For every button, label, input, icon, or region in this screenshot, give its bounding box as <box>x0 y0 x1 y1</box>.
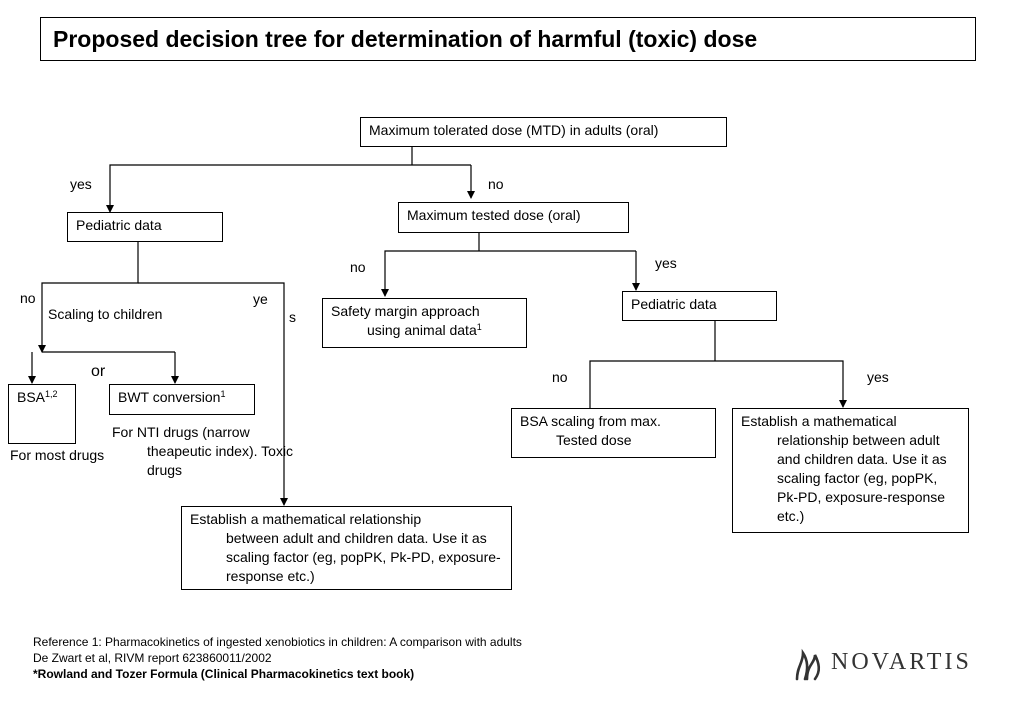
safety-margin-line2: using animal data1 <box>367 322 482 338</box>
math-right-rest: relationship between adult and children … <box>777 432 947 524</box>
no-label-pediatric-left: no <box>20 290 36 306</box>
math-right-line1: Establish a mathematical <box>741 413 897 429</box>
no-label-mtd: no <box>488 176 504 192</box>
bwt-conversion-box: BWT conversion1 <box>109 384 255 415</box>
pediatric-data-left-box: Pediatric data <box>67 212 223 242</box>
reference-3: *Rowland and Tozer Formula (Clinical Pha… <box>33 667 415 681</box>
s-label: s <box>289 309 296 325</box>
bsa-scaling-line2: Tested dose <box>556 432 632 448</box>
mtd-label: Maximum tolerated dose (MTD) in adults (… <box>369 122 659 138</box>
yes-label-pediatric-right: yes <box>655 255 677 271</box>
pediatric-data-right-label: Pediatric data <box>631 296 717 312</box>
math-bottom-line1: Establish a mathematical relationship <box>190 511 422 527</box>
bwt-conversion-label: BWT conversion1 <box>118 389 226 405</box>
reference-1: Reference 1: Pharmacokinetics of ingeste… <box>33 635 522 649</box>
page-title: Proposed decision tree for determination… <box>53 26 758 52</box>
reference-2: De Zwart et al, RIVM report 623860011/20… <box>33 651 272 665</box>
most-drugs-label: For most drugs <box>10 447 105 463</box>
title-box: Proposed decision tree for determination… <box>40 17 976 61</box>
pediatric-data-right-box: Pediatric data <box>622 291 777 321</box>
yes-label-mtd: yes <box>70 176 92 192</box>
bsa-scaling-box: BSA scaling from max. Tested dose <box>511 408 716 458</box>
no-label-bsa-scaling: no <box>552 369 568 385</box>
math-relationship-bottom-box: Establish a mathematical relationship be… <box>181 506 512 590</box>
safety-margin-box: Safety margin approach using animal data… <box>322 298 527 348</box>
bsa-label: BSA1,2 <box>17 389 58 405</box>
bsa-box: BSA1,2 <box>8 384 76 444</box>
yes-label-math-right: yes <box>867 369 889 385</box>
ye-label: ye <box>253 291 268 307</box>
math-bottom-rest: between adult and children data. Use it … <box>226 530 501 584</box>
novartis-flame-icon <box>795 648 821 681</box>
max-tested-dose-label: Maximum tested dose (oral) <box>407 207 581 223</box>
nti-drugs-label: For NTI drugs (narrow theapeutic index).… <box>112 424 294 478</box>
no-label-safety: no <box>350 259 366 275</box>
max-tested-dose-box: Maximum tested dose (oral) <box>398 202 629 233</box>
math-relationship-right-box: Establish a mathematical relationship be… <box>732 408 969 533</box>
scaling-to-children-label: Scaling to children <box>48 306 163 322</box>
novartis-wordmark: NOVARTIS <box>831 649 972 675</box>
mtd-box: Maximum tolerated dose (MTD) in adults (… <box>360 117 727 147</box>
novartis-logo: NOVARTIS <box>793 643 983 683</box>
bsa-scaling-line1: BSA scaling from max. <box>520 413 661 429</box>
safety-margin-line1: Safety margin approach <box>331 303 480 319</box>
or-label: or <box>91 363 106 380</box>
pediatric-data-left-label: Pediatric data <box>76 217 162 233</box>
